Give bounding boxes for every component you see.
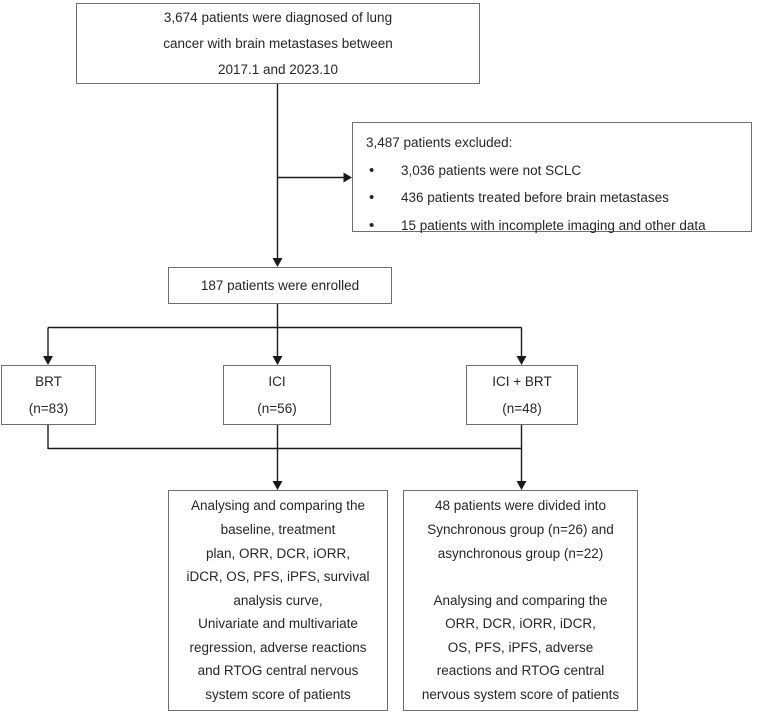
text-line: OS, PFS, iPFS, adverse [447, 639, 594, 655]
text-line: Analysing and comparing the [433, 592, 608, 608]
arrowhead-down-ici-brt [516, 356, 527, 365]
text-line: ORR, DCR, iORR, iDCR, [445, 616, 596, 632]
group-ici-count: (n=56) [257, 401, 297, 416]
excluded-title: 3,487 patients excluded: [366, 135, 513, 150]
text-line: asynchronous group (n=22) [437, 545, 604, 561]
text-line: Univariate and multivariate [198, 616, 358, 632]
group-ici-name: ICI [268, 374, 286, 389]
arrowhead-down-enrolled [272, 258, 283, 267]
enrolled-text: 187 patients were enrolled [200, 277, 360, 293]
box-analysis-all-groups: Analysing and comparing the baseline, tre… [168, 490, 388, 711]
text-line: cancer with brain metastases between [163, 35, 393, 51]
text-line: system score of patients [205, 687, 351, 703]
text-line: and RTOG central nervous [197, 663, 359, 679]
text-line: 48 patients were divided into [434, 498, 607, 514]
group-ici-brt-name: ICI + BRT [492, 374, 552, 389]
box-group-ici-brt: ICI + BRT (n=48) [466, 365, 578, 425]
group-brt-name: BRT [35, 374, 62, 389]
arrowhead-down-analysis-right [516, 481, 527, 490]
arrowhead-down-analysis-left [272, 481, 283, 490]
text-line: reactions and RTOG central [436, 663, 605, 679]
text-line: baseline, treatment [220, 521, 336, 537]
text-line: iDCR, OS, PFS, iPFS, survival [186, 569, 370, 585]
text-line [519, 565, 523, 589]
excluded-bullet-item: 436 patients treated before brain metast… [366, 184, 743, 212]
text-line: 3,674 patients were diagnosed of lung [163, 9, 393, 25]
text-line: 2017.1 and 2023.10 [217, 61, 339, 77]
text-line: Synchronous group (n=26) and [427, 521, 614, 537]
excluded-bullet-item: 3,036 patients were not SCLC [366, 157, 743, 185]
box-diagnosed-patients: 3,674 patients were diagnosed of lung can… [76, 3, 480, 84]
excluded-bullet-item: 15 patients with incomplete imaging and … [366, 212, 743, 240]
box-enrolled-patients: 187 patients were enrolled [168, 267, 392, 304]
box-excluded-patients: 3,487 patients excluded: 3,036 patients … [352, 122, 752, 239]
text-line: regression, adverse reactions [189, 639, 367, 655]
group-brt-count: (n=83) [28, 401, 69, 416]
box-group-ici: ICI (n=56) [223, 365, 331, 425]
text-line: nervous system score of patients [421, 687, 620, 703]
excluded-bullet-list: 3,036 patients were not SCLC436 patients… [366, 157, 743, 240]
arrowhead-down-ici [272, 356, 283, 365]
text-line: analysis curve, [233, 592, 323, 608]
text-line: Analysing and comparing the [190, 498, 366, 514]
group-ici-brt-count: (n=48) [502, 401, 542, 416]
box-group-brt: BRT (n=83) [1, 365, 96, 425]
text-line: plan, ORR, DCR, iORR, [205, 545, 351, 561]
arrowhead-down-brt [43, 356, 53, 365]
arrowhead-right-excluded [343, 172, 352, 183]
